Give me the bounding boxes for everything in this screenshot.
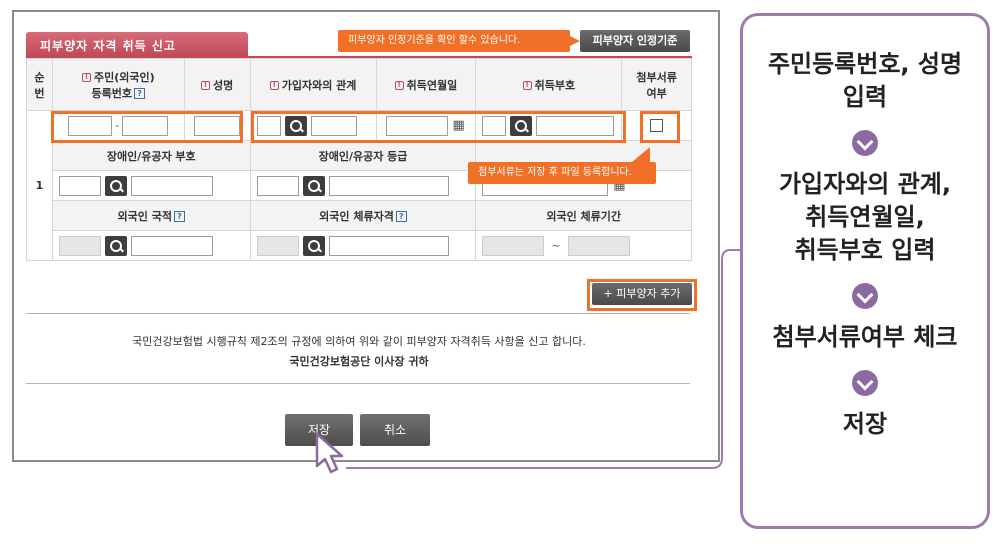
relation-search-icon[interactable]	[284, 115, 307, 136]
rrn-separator: -	[115, 119, 120, 132]
disabled-code-name-input[interactable]	[130, 175, 213, 196]
col-attach-header: 첨부서류 여부	[621, 58, 692, 111]
help-icon[interactable]: ?	[173, 211, 185, 222]
disabled-code-search-icon[interactable]	[104, 175, 127, 196]
required-icon: !	[201, 81, 211, 90]
legal-line-1: 국민건강보험법 시행규칙 제2조의 규정에 의하여 위와 같이 피부양자 자격취…	[132, 335, 586, 348]
foreign-nation-code-input	[58, 235, 101, 256]
foreign-nation-search-icon[interactable]	[104, 235, 127, 256]
col-relation-header: !가입자와의 관계	[249, 58, 377, 111]
col-rrn-header: !주민(외국인) 등록번호?	[51, 58, 185, 111]
steps-panel: 주민등록번호, 성명 입력 가입자와의 관계, 취득연월일, 취득부호 입력 첨…	[740, 13, 990, 529]
disabled-code-header: 장애인/유공자 부호	[51, 140, 251, 171]
legal-statement: 국민건강보험법 시행규칙 제2조의 규정에 의하여 위와 같이 피부양자 자격취…	[26, 333, 692, 369]
foreign-nation-name-input[interactable]	[130, 235, 213, 256]
disabled-code-input[interactable]	[58, 175, 101, 196]
acq-code-input[interactable]	[482, 115, 507, 136]
step-4-text: 저장	[842, 410, 888, 438]
foreign-period-end-input	[567, 235, 630, 256]
disabled-grade-search-icon[interactable]	[302, 175, 325, 196]
cancel-button[interactable]: 취소	[360, 414, 430, 446]
required-icon: !	[269, 81, 279, 90]
name-input[interactable]	[194, 115, 241, 136]
form-tab-title: 피부양자 자격 취득 신고	[26, 32, 248, 56]
rrn-back-input[interactable]	[122, 115, 169, 136]
highlight-rrn-name	[51, 111, 243, 143]
add-dependent-button[interactable]: + 피부양자 추가	[592, 283, 692, 305]
col-acq-code-header: !취득부호	[475, 58, 623, 111]
disabled-grade-header: 장애인/유공자 등급	[249, 140, 477, 171]
foreign-status-header: 외국인 체류자격?	[249, 200, 477, 231]
rrn-front-input[interactable]	[68, 115, 113, 136]
help-icon[interactable]: ?	[395, 211, 407, 222]
required-icon: !	[81, 73, 91, 82]
form-tab-underline	[26, 56, 692, 58]
foreign-status-search-icon[interactable]	[302, 235, 325, 256]
divider	[26, 313, 690, 314]
calendar-icon[interactable]: ▦	[452, 117, 465, 133]
connector-line	[346, 249, 740, 469]
required-icon: !	[394, 81, 404, 90]
foreign-status-code-input	[256, 235, 299, 256]
divider	[26, 383, 690, 384]
arrow-down-icon	[852, 370, 878, 396]
foreign-period-header: 외국인 체류기간	[475, 200, 692, 231]
acq-date-input[interactable]	[386, 115, 449, 136]
acq-code-search-icon[interactable]	[510, 115, 533, 136]
attach-checkbox[interactable]	[650, 119, 664, 133]
step-3-text: 첨부서류여부 체크	[772, 323, 958, 351]
mouse-pointer-icon	[315, 432, 344, 474]
period-separator: ~	[551, 239, 561, 252]
acq-code-name-input[interactable]	[536, 115, 615, 136]
help-icon[interactable]: ?	[134, 88, 146, 99]
foreign-nation-header: 외국인 국적?	[51, 200, 251, 231]
step-2-text: 가입자와의 관계, 취득연월일, 취득부호 입력	[778, 170, 952, 264]
highlight-add-button	[587, 279, 697, 311]
attach-callout: 첨부서류는 저장 후 파일 등록합니다.	[468, 147, 656, 184]
required-icon: !	[522, 81, 532, 90]
col-name-header: !성명	[183, 58, 251, 111]
step-1-text: 주민등록번호, 성명 입력	[767, 50, 963, 111]
disabled-grade-input[interactable]	[256, 175, 299, 196]
highlight-relation-date-code	[251, 111, 626, 143]
arrow-down-icon	[852, 283, 878, 309]
dependent-criteria-button[interactable]: 피부양자 인정기준	[580, 30, 690, 52]
col-acq-date-header: !취득연월일	[375, 58, 477, 111]
highlight-attach-check	[640, 111, 680, 143]
criteria-callout: 피부양자 인정기준을 확인 할수 있습니다.	[338, 30, 580, 52]
legal-line-2: 국민건강보험공단 이사장 귀하	[289, 355, 429, 368]
row-number: 1	[26, 110, 53, 261]
arrow-down-icon	[852, 130, 878, 156]
disabled-grade-name-input[interactable]	[328, 175, 449, 196]
foreign-period-start-input	[482, 235, 545, 256]
dependent-form-table: 순 번 !주민(외국인) 등록번호? !성명 !가입자와의 관계 !취득연월일 …	[26, 58, 692, 261]
relation-code-input[interactable]	[256, 115, 281, 136]
col-seq-header: 순 번	[26, 58, 53, 111]
foreign-status-name-input[interactable]	[328, 235, 449, 256]
relation-name-input[interactable]	[310, 115, 357, 136]
